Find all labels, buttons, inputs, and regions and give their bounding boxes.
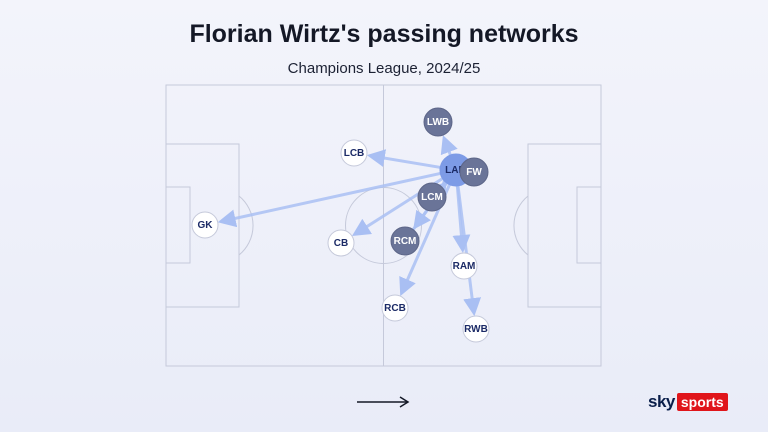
player-node-gk: GK: [191, 211, 219, 239]
player-node-rcm: RCM: [390, 226, 420, 256]
player-node-label: LCM: [421, 192, 443, 203]
player-node-label: RCB: [384, 303, 406, 314]
player-node-circle: [423, 107, 453, 137]
player-node-label: RCM: [394, 236, 417, 247]
player-node-rcb: RCB: [381, 294, 409, 322]
page-subtitle: Champions League, 2024/25: [287, 60, 481, 77]
player-node-label: CB: [334, 238, 348, 249]
player-node-circle: [459, 157, 489, 187]
player-node-lcm: LCM: [417, 182, 447, 212]
logo-sports-text: sports: [676, 393, 728, 411]
pass-lam-to-ram: [452, 179, 471, 254]
right-penalty-box: [527, 143, 602, 308]
player-node-circle: [191, 211, 219, 239]
player-node-label: RAM: [453, 261, 476, 272]
player-node-circle: [340, 139, 368, 167]
right-six-yard-box: [576, 186, 602, 264]
player-node-circle: [450, 252, 478, 280]
player-node-fw: FW: [459, 157, 489, 187]
player-node-circle: [390, 226, 420, 256]
player-nodes: LAM LWB LCB FW LCM GK CB RCM RAM RCB RWB: [191, 107, 490, 343]
right-penalty-arc: [513, 195, 529, 256]
left-penalty-arc: [238, 195, 254, 256]
attack-direction-arrow-icon: [357, 396, 410, 408]
player-node-label: FW: [466, 167, 482, 178]
pass-arrows: [217, 135, 484, 317]
player-node-label: LAM: [445, 165, 467, 176]
player-node-circle: [417, 182, 447, 212]
page-title: Florian Wirtz's passing networks: [189, 20, 579, 48]
player-node-ram: RAM: [450, 252, 478, 280]
player-node-circle: [381, 294, 409, 322]
player-node-label: RWB: [464, 324, 488, 335]
player-node-circle: [462, 315, 490, 343]
player-node-rwb: RWB: [462, 315, 490, 343]
pass-lam-to-gk: [217, 170, 447, 228]
player-node-lwb: LWB: [423, 107, 453, 137]
player-node-lcb: LCB: [340, 139, 368, 167]
logo-sky-text: sky: [648, 392, 675, 411]
player-node-label: LWB: [427, 117, 449, 128]
player-node-cb: CB: [327, 229, 355, 257]
player-node-circle: [327, 229, 355, 257]
player-node-label: GK: [198, 220, 214, 231]
left-six-yard-box: [165, 186, 191, 264]
sky-sports-logo: sky sports: [648, 392, 728, 412]
pass-lam-to-lcb: [366, 149, 447, 170]
player-node-label: LCB: [344, 148, 365, 159]
pitch-markings: [165, 84, 602, 367]
